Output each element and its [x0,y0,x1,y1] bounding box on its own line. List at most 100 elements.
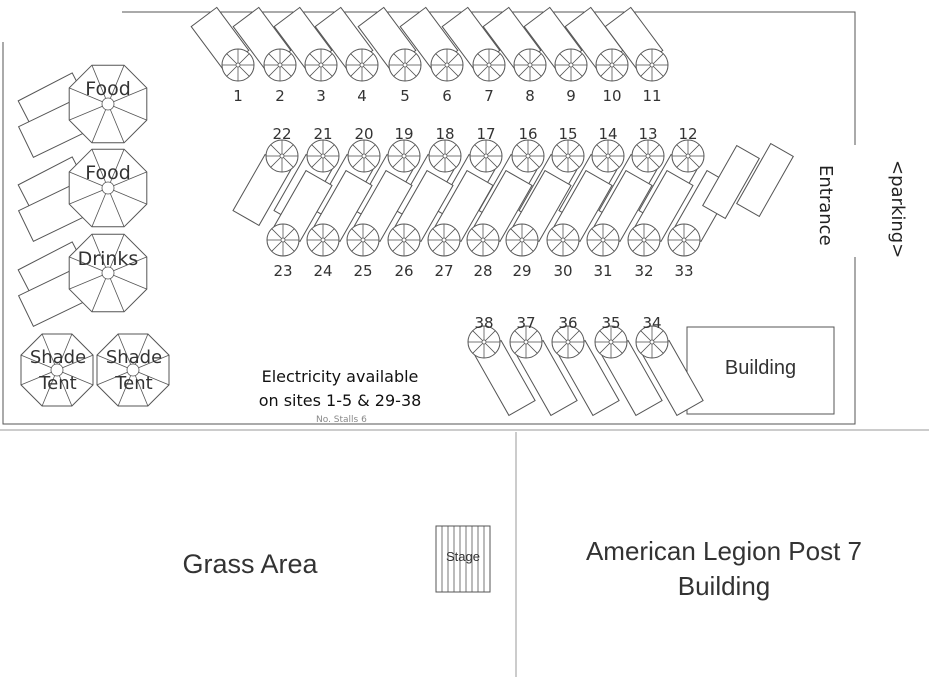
stall-34-umbrella [635,325,669,359]
stall-32-number: 32 [634,262,653,280]
stall-4-umbrella [345,48,379,82]
booth-label-drinks: Drinks [77,248,139,270]
stall-5-umbrella [388,48,422,82]
stall-18-number: 18 [435,125,454,143]
stage-outline [435,525,491,593]
stall-2-umbrella [263,48,297,82]
stall-38-number: 38 [474,314,493,332]
stall-15-number: 15 [558,125,577,143]
entrance-label: Entrance [815,165,836,246]
legion-label-line1: American Legion Post 7 [585,536,863,566]
stall-30-umbrella [546,223,580,257]
stall-22-number: 22 [272,125,291,143]
electricity-note-line1: Electricity available [261,367,419,386]
stall-2-number: 2 [275,87,285,105]
stall-8-umbrella [513,48,547,82]
stall-34-number: 34 [642,314,661,332]
stall-10-umbrella [595,48,629,82]
booth-4-umbrella [20,333,94,407]
stall-3-umbrella [304,48,338,82]
white-patch-entrance [808,145,926,257]
stall-1-number: 1 [233,87,243,105]
stall-13-number: 13 [638,125,657,143]
stall-26-umbrella [387,223,421,257]
stall-35-umbrella [594,325,628,359]
stall-22-umbrella [265,139,299,173]
stall-1-umbrella [221,48,255,82]
stall-16-umbrella [511,139,545,173]
faint-caption: No. Stalls 6 [316,415,367,425]
stall-31-number: 31 [593,262,612,280]
legion-label-line2: Building [677,571,771,601]
booth-2-umbrella [68,148,148,228]
empty-slot-1 [702,144,760,220]
stall-20-umbrella [347,139,381,173]
stall-15-umbrella [551,139,585,173]
grass-area-label: Grass Area [182,549,318,579]
stall-24-number: 24 [313,262,332,280]
booth-label-food-1: Food [85,78,131,100]
stall-19-umbrella [387,139,421,173]
booth-label-shade-tent-1: Shade Tent [29,347,87,394]
stall-25-number: 25 [353,262,372,280]
stall-21-umbrella [306,139,340,173]
stall-3-number: 3 [316,87,326,105]
stall-33-umbrella [667,223,701,257]
stall-21-number: 21 [313,125,332,143]
stall-32-umbrella [627,223,661,257]
booth-5-umbrella [96,333,170,407]
stall-14-umbrella [591,139,625,173]
stall-11-number: 11 [642,87,661,105]
stall-13-umbrella [631,139,665,173]
stall-25-umbrella [346,223,380,257]
stall-18-umbrella [428,139,462,173]
stall-31-umbrella [586,223,620,257]
stall-17-number: 17 [476,125,495,143]
stall-16-number: 16 [518,125,537,143]
stall-35-number: 35 [601,314,620,332]
stall-28-number: 28 [473,262,492,280]
stall-4-number: 4 [357,87,367,105]
booth-label-food-2: Food [85,162,131,184]
stall-8-number: 8 [525,87,535,105]
white-patch-top-left [0,0,122,42]
stall-14-number: 14 [598,125,617,143]
parking-label: <parking> [887,160,908,259]
stall-5-number: 5 [400,87,410,105]
stall-28-umbrella [466,223,500,257]
stall-9-umbrella [554,48,588,82]
stall-umbrellas [221,48,705,359]
stall-7-number: 7 [484,87,494,105]
stall-36-number: 36 [558,314,577,332]
stall-30-number: 30 [553,262,572,280]
stall-7-umbrella [472,48,506,82]
stage-label: Stage [446,549,480,564]
stall-17-umbrella [469,139,503,173]
stall-23-number: 23 [273,262,292,280]
stall-27-umbrella [427,223,461,257]
stall-12-number: 12 [678,125,697,143]
stall-24-umbrella [306,223,340,257]
stall-37-umbrella [509,325,543,359]
stall-20-number: 20 [354,125,373,143]
booth-3-umbrella [68,233,148,313]
booth-1-umbrella [68,64,148,144]
stall-23-umbrella [266,223,300,257]
stall-33-number: 33 [674,262,693,280]
building-label: Building [724,357,797,379]
building-outline [686,326,835,415]
stall-29-number: 29 [512,262,531,280]
stage-platform [435,525,491,593]
stall-19-number: 19 [394,125,413,143]
empty-slot-2 [736,142,794,218]
stall-26-number: 26 [394,262,413,280]
stall-6-number: 6 [442,87,452,105]
booth-label-shade-tent-2: Shade Tent [105,347,163,394]
stall-38-umbrella [467,325,501,359]
stall-27-number: 27 [434,262,453,280]
stall-36-umbrella [551,325,585,359]
stall-12-umbrella [671,139,705,173]
stall-29-umbrella [505,223,539,257]
